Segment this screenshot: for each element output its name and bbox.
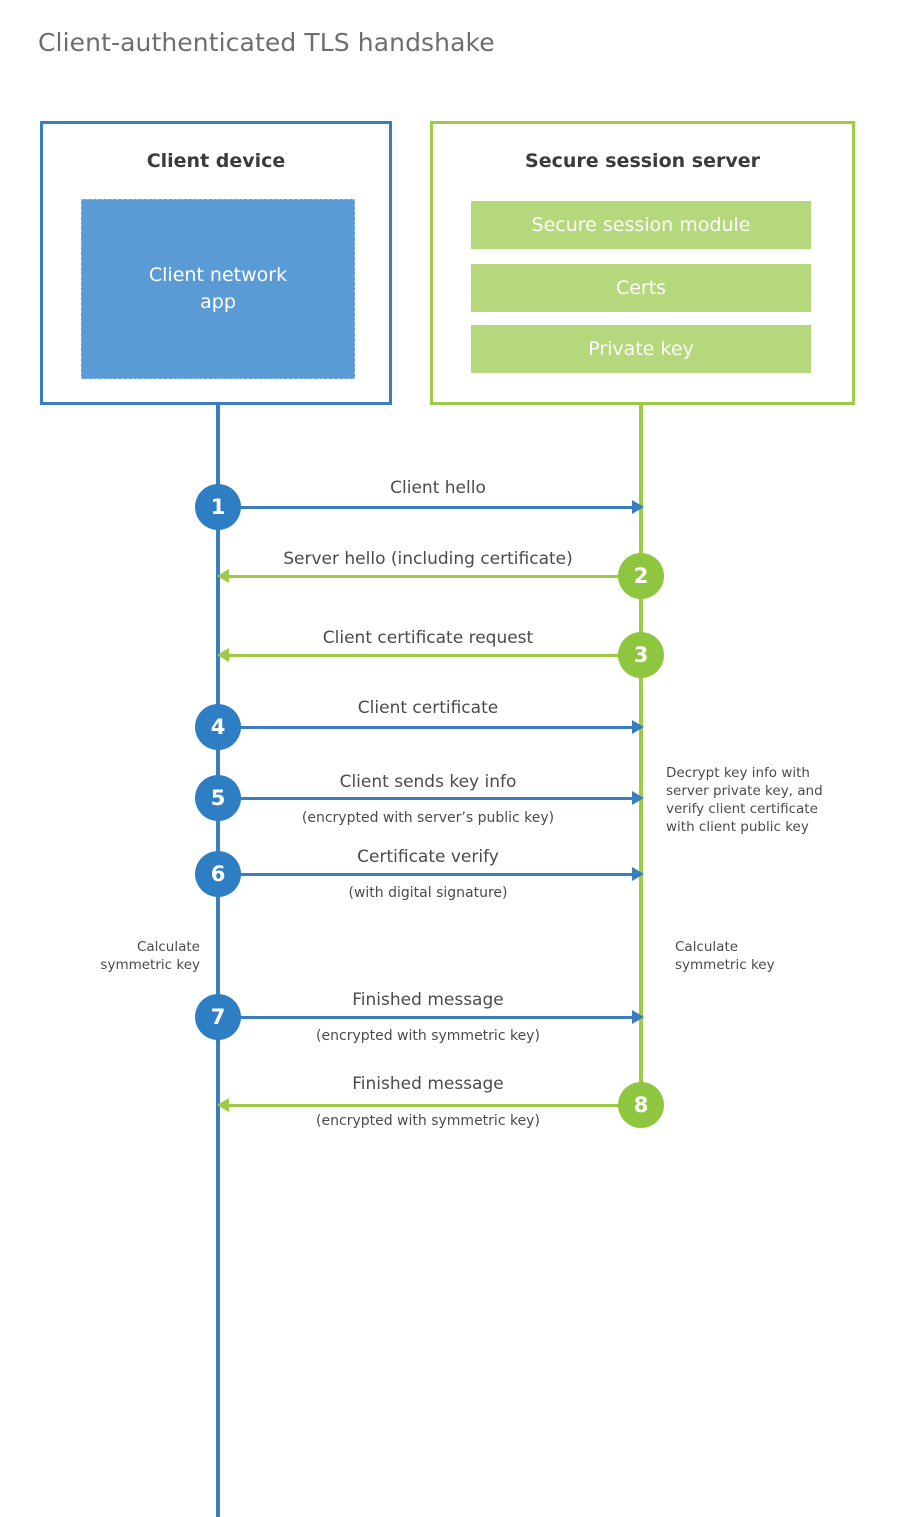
- step-1-line: [218, 506, 634, 509]
- step-1-label: Client hello: [390, 478, 486, 498]
- step-3-line: [228, 654, 638, 657]
- step-4-label: Client certificate: [357, 698, 499, 718]
- step-5-line: [218, 797, 634, 800]
- step-5-arrow-head-icon: [632, 791, 644, 805]
- step-7-sublabel: (encrypted with symmetric key): [316, 1028, 540, 1044]
- step-3-arrow-head-icon: [217, 648, 229, 662]
- step-5-sublabel: (encrypted with server’s public key): [301, 810, 555, 826]
- step-8-line: [228, 1104, 638, 1107]
- client-device-title: Client device: [146, 150, 286, 172]
- step-1-arrow-head-icon: [632, 500, 644, 514]
- diagram-canvas: Client-authenticated TLS handshake Clien…: [38, 28, 855, 1517]
- step-6-line: [218, 873, 634, 876]
- note-server-decrypt: Decrypt key info with server private key…: [666, 765, 823, 835]
- step-7-arrow-head-icon: [632, 1010, 644, 1024]
- step-marker-1[interactable]: 1: [195, 484, 241, 530]
- step-2-label: Server hello (including certificate): [283, 549, 573, 569]
- step-4-arrow-head-icon: [632, 720, 644, 734]
- server-module-certs: Certs: [471, 264, 811, 312]
- step-4-line: [218, 726, 634, 729]
- step-2-line: [228, 575, 638, 578]
- server-lifeline: [639, 405, 643, 1105]
- step-marker-8[interactable]: 8: [618, 1082, 664, 1128]
- client-network-app-block: Client network app: [81, 199, 355, 379]
- step-2-arrow-head-icon: [217, 569, 229, 583]
- step-6-label: Certificate verify: [357, 847, 499, 867]
- step-marker-4[interactable]: 4: [195, 704, 241, 750]
- step-8-arrow-head-icon: [217, 1098, 229, 1112]
- step-marker-7[interactable]: 7: [195, 994, 241, 1040]
- server-module-secure-session-module: Secure session module: [471, 201, 811, 249]
- secure-session-server-title: Secure session server: [525, 150, 760, 172]
- step-marker-3[interactable]: 3: [618, 632, 664, 678]
- client-lifeline: [216, 405, 220, 1517]
- step-7-line: [218, 1016, 634, 1019]
- step-marker-5[interactable]: 5: [195, 775, 241, 821]
- step-7-label: Finished message: [352, 990, 504, 1010]
- step-6-sublabel: (with digital signature): [348, 885, 508, 901]
- note-client-calculate-symmetric-key: Calculate symmetric key: [100, 939, 200, 973]
- step-marker-6[interactable]: 6: [195, 851, 241, 897]
- client-device-box: Client device Client network app: [40, 121, 392, 405]
- step-3-label: Client certificate request: [322, 628, 534, 648]
- secure-session-server-box: Secure session server Secure session mod…: [430, 121, 855, 405]
- server-module-private-key: Private key: [471, 325, 811, 373]
- page-title: Client-authenticated TLS handshake: [38, 28, 495, 57]
- step-8-sublabel: (encrypted with symmetric key): [316, 1113, 540, 1129]
- step-marker-2[interactable]: 2: [618, 553, 664, 599]
- step-5-label: Client sends key info: [339, 772, 517, 792]
- step-8-label: Finished message: [352, 1074, 504, 1094]
- step-6-arrow-head-icon: [632, 867, 644, 881]
- note-server-calculate-symmetric-key: Calculate symmetric key: [675, 939, 775, 973]
